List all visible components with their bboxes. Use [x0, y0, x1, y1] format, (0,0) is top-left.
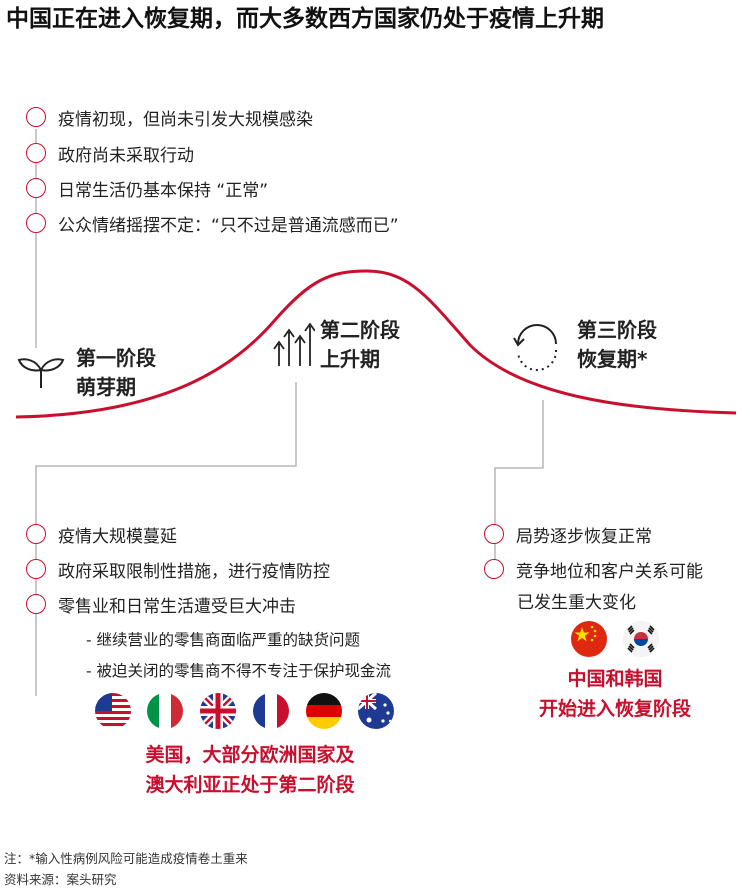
phase1-bullet: 日常生活仍基本保持 “正常”: [26, 175, 268, 201]
germany-flag-icon: [306, 693, 342, 729]
china-flag-icon: [571, 621, 607, 657]
phase3-bullet: 竞争地位和客户关系可能: [484, 556, 703, 582]
phase2-bullet: 政府采取限制性措施，进行疫情防控: [26, 556, 330, 582]
phase2-label: 第二阶段 上升期: [320, 318, 400, 371]
phase2-subitem: - 继续营业的零售商面临严重的缺货问题: [86, 631, 361, 649]
phase2-caption: 美国，大部分欧洲国家及 澳大利亚正处于第二阶段: [145, 744, 355, 796]
phase1-bullet: 疫情初现，但尚未引发大规模感染: [26, 104, 313, 130]
bullet-circle-icon: [26, 524, 46, 544]
phase1-bullet: 公众情绪摇摆不定：“只不过是普通流感而已”: [26, 210, 399, 236]
phase1-label: 第一阶段 萌芽期: [76, 346, 156, 399]
france-flag-icon: [253, 693, 289, 729]
page-title: 中国正在进入恢复期，而大多数西方国家仍处于疫情上升期: [6, 6, 604, 32]
bullet-circle-icon: [26, 143, 46, 163]
cycle-icon: [513, 324, 558, 372]
phase2-bullet: 零售业和日常生活遭受巨大冲击: [26, 591, 296, 617]
italy-flag-icon: [147, 693, 183, 729]
sprout-icon: [17, 358, 65, 388]
phase1-bullet: 政府尚未采取行动: [26, 140, 194, 166]
bullet-circle-icon: [26, 559, 46, 579]
epidemic-curve: [15, 269, 737, 419]
bullet-circle-icon: [484, 559, 504, 579]
us-flag-icon: [95, 693, 131, 729]
footnote: 注：*输入性病例风险可能造成疫情卷土重来: [4, 851, 248, 866]
uk-flag-icon: [200, 693, 236, 729]
bullet-circle-icon: [26, 213, 46, 233]
phase3-bullet-continuation: 已发生重大变化: [517, 593, 636, 613]
bullet-circle-icon: [26, 594, 46, 614]
phase3-caption: 中国和韩国 开始进入恢复阶段: [538, 668, 691, 720]
rising-arrows-icon: [273, 322, 315, 366]
phase2-bullet: 疫情大规模蔓延: [26, 521, 177, 547]
australia-flag-icon: [358, 693, 394, 729]
source-note: 资料来源：案头研究: [4, 872, 117, 887]
phase3-label: 第三阶段 恢复期*: [577, 318, 657, 371]
phase2-subitem: - 被迫关闭的零售商不得不专注于保护现金流: [86, 662, 392, 680]
phase3-bullet: 局势逐步恢复正常: [484, 521, 652, 547]
bullet-circle-icon: [484, 524, 504, 544]
bullet-circle-icon: [26, 178, 46, 198]
korea-flag-icon: [623, 621, 659, 657]
bullet-circle-icon: [26, 107, 46, 127]
